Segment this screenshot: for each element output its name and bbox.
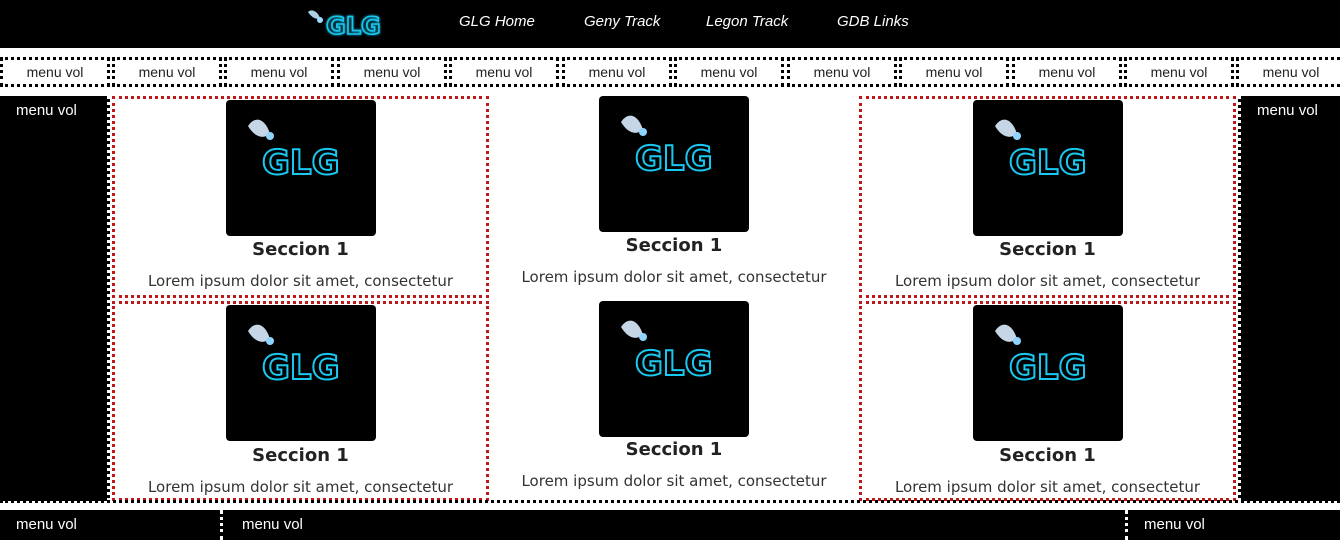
nav-link-geny-track[interactable]: Geny Track [584,13,661,30]
footer-item[interactable]: menu vol [0,510,223,540]
section-card[interactable]: GLG Seccion 1 Lorem ipsum dolor sit amet… [112,96,489,298]
section-card[interactable]: GLG Seccion 1 Lorem ipsum dolor sit amet… [112,301,489,501]
footer-item[interactable]: menu vol [226,510,1121,540]
left-sidebar-label: menu vol [16,102,77,119]
section-title: Seccion 1 [999,445,1096,466]
glg-card-image: GLG [599,96,749,232]
menu-item[interactable]: menu vol [1012,57,1122,87]
svg-text:GLG: GLG [1009,348,1086,388]
glg-card-image: GLG [225,100,376,236]
footer-item-label: menu vol [1144,516,1205,533]
footer-item-label: menu vol [16,516,77,533]
menu-item[interactable]: menu vol [674,57,784,87]
glg-card-image: GLG [972,100,1123,236]
section-text: Lorem ipsum dolor sit amet, consectetur [147,272,454,290]
svg-text:GLG: GLG [262,143,339,183]
divider [0,500,1340,506]
section-card[interactable]: GLG Seccion 1 Lorem ipsum dolor sit amet… [859,301,1236,501]
footer-item[interactable]: menu vol [1125,510,1340,540]
svg-text:GLG: GLG [635,344,712,384]
svg-text:GLG: GLG [326,12,381,40]
footer-item-label: menu vol [242,516,303,533]
top-navbar: GLG GLG Home Geny Track Legon Track GDB … [0,0,1340,48]
section-text: Lorem ipsum dolor sit amet, consectetur [894,478,1201,496]
menu-item[interactable]: menu vol [1124,57,1234,87]
menu-item[interactable]: menu vol [449,57,559,87]
menu-item[interactable]: menu vol [562,57,672,87]
section-card[interactable]: GLG Seccion 1 Lorem ipsum dolor sit amet… [859,96,1236,298]
svg-text:GLG: GLG [635,139,712,179]
right-sidebar[interactable]: menu vol [1238,96,1340,501]
section-text: Lorem ipsum dolor sit amet, consectetur [521,268,827,286]
nav-link-legon-track[interactable]: Legon Track [706,13,789,30]
menu-item[interactable]: menu vol [112,57,222,87]
nav-link-glg-home[interactable]: GLG Home [459,13,535,30]
footer-bar: menu vol menu vol menu vol [0,510,1340,540]
section-title: Seccion 1 [252,445,349,466]
glg-card-image: GLG [972,305,1123,441]
svg-text:GLG: GLG [1009,143,1086,183]
left-sidebar[interactable]: menu vol [0,96,110,501]
menu-item[interactable]: menu vol [0,57,110,87]
menu-bar: menu vol menu vol menu vol menu vol menu… [0,57,1340,87]
right-sidebar-label: menu vol [1257,102,1318,119]
section-title: Seccion 1 [999,239,1096,260]
section-text: Lorem ipsum dolor sit amet, consectetur [894,272,1201,290]
section-title: Seccion 1 [625,235,723,256]
glg-card-image: GLG [599,301,749,437]
menu-item[interactable]: menu vol [787,57,897,87]
section-text: Lorem ipsum dolor sit amet, consectetur [147,478,454,496]
svg-text:GLG: GLG [262,348,339,388]
menu-item[interactable]: menu vol [224,57,334,87]
section-card[interactable]: GLG Seccion 1 Lorem ipsum dolor sit amet… [489,96,859,298]
nav-link-gdb-links[interactable]: GDB Links [837,13,909,30]
section-title: Seccion 1 [625,439,723,460]
glg-logo[interactable]: GLG [304,6,394,40]
menu-item[interactable]: menu vol [337,57,447,87]
menu-item[interactable]: menu vol [899,57,1009,87]
section-card[interactable]: GLG Seccion 1 Lorem ipsum dolor sit amet… [489,301,859,501]
glg-card-image: GLG [225,305,376,441]
section-title: Seccion 1 [252,239,349,260]
menu-item[interactable]: menu vol [1236,57,1340,87]
section-text: Lorem ipsum dolor sit amet, consectetur [521,472,827,490]
